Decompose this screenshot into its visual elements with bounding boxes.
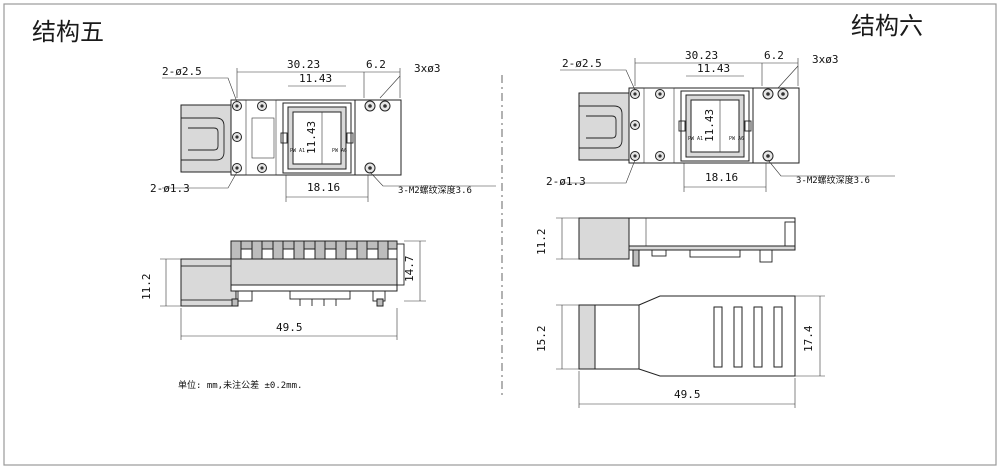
left-dim-edge: 6.2 <box>366 58 386 71</box>
right-label-pin-holes: 2-ø2.5 <box>562 57 602 70</box>
right-label-small-holes: 2-ø1.3 <box>546 175 586 188</box>
title-right: 结构六 <box>851 12 923 40</box>
right-top-view: PW A1 PW A6 30.23 6.2 11.43 11.43 18.16 … <box>546 49 895 192</box>
right-label-mount-holes: 3xø3 <box>812 53 839 66</box>
right-label-thread: 3-M2螺纹深度3.6 <box>796 174 870 186</box>
right-dim-side-height: 11.2 <box>535 229 548 256</box>
left-side-view: 11.2 14.7 49.5 <box>140 240 426 340</box>
right-chip-mark-2: PW A6 <box>729 136 744 142</box>
left-label-small-holes: 2-ø1.3 <box>150 182 190 195</box>
right-bottom-view: 15.2 17.4 49.5 <box>535 295 825 408</box>
right-side-view: 11.2 <box>535 217 796 267</box>
left-dim-length: 49.5 <box>276 321 303 334</box>
right-dim-length: 49.5 <box>674 388 701 401</box>
left-dim-total-width: 30.23 <box>287 58 320 71</box>
left-label-mount-holes: 3xø3 <box>414 62 441 75</box>
right-dim-window-height: 11.43 <box>703 109 716 142</box>
right-dim-base: 18.16 <box>705 171 738 184</box>
left-chip-mark-1: PW A1 <box>290 148 305 154</box>
right-chip-mark-1: PW A1 <box>688 136 703 142</box>
right-dim-total-width: 30.23 <box>685 49 718 62</box>
right-dim-top-right: 17.4 <box>802 325 815 352</box>
left-top-view: PW A1 PW A6 30.23 6.2 11.43 11.43 18.16 <box>150 58 496 202</box>
left-dim-window-width: 11.43 <box>299 72 332 85</box>
left-dim-fin-height: 14.7 <box>403 256 416 283</box>
left-label-thread: 3-M2螺纹深度3.6 <box>398 184 472 196</box>
left-dim-side-height: 11.2 <box>140 274 153 301</box>
left-chip-mark-2: PW A6 <box>332 148 347 154</box>
note-units: 单位: mm,未注公差 ±0.2mm. <box>178 379 302 391</box>
left-dim-window-height: 11.43 <box>305 121 318 154</box>
left-label-pin-holes: 2-ø2.5 <box>162 65 202 78</box>
title-left: 结构五 <box>32 18 104 46</box>
right-dim-edge: 6.2 <box>764 49 784 62</box>
left-dim-base: 18.16 <box>307 181 340 194</box>
right-dim-top-left: 15.2 <box>535 326 548 353</box>
right-dim-window-width: 11.43 <box>697 62 730 75</box>
outer-frame <box>3 3 997 466</box>
